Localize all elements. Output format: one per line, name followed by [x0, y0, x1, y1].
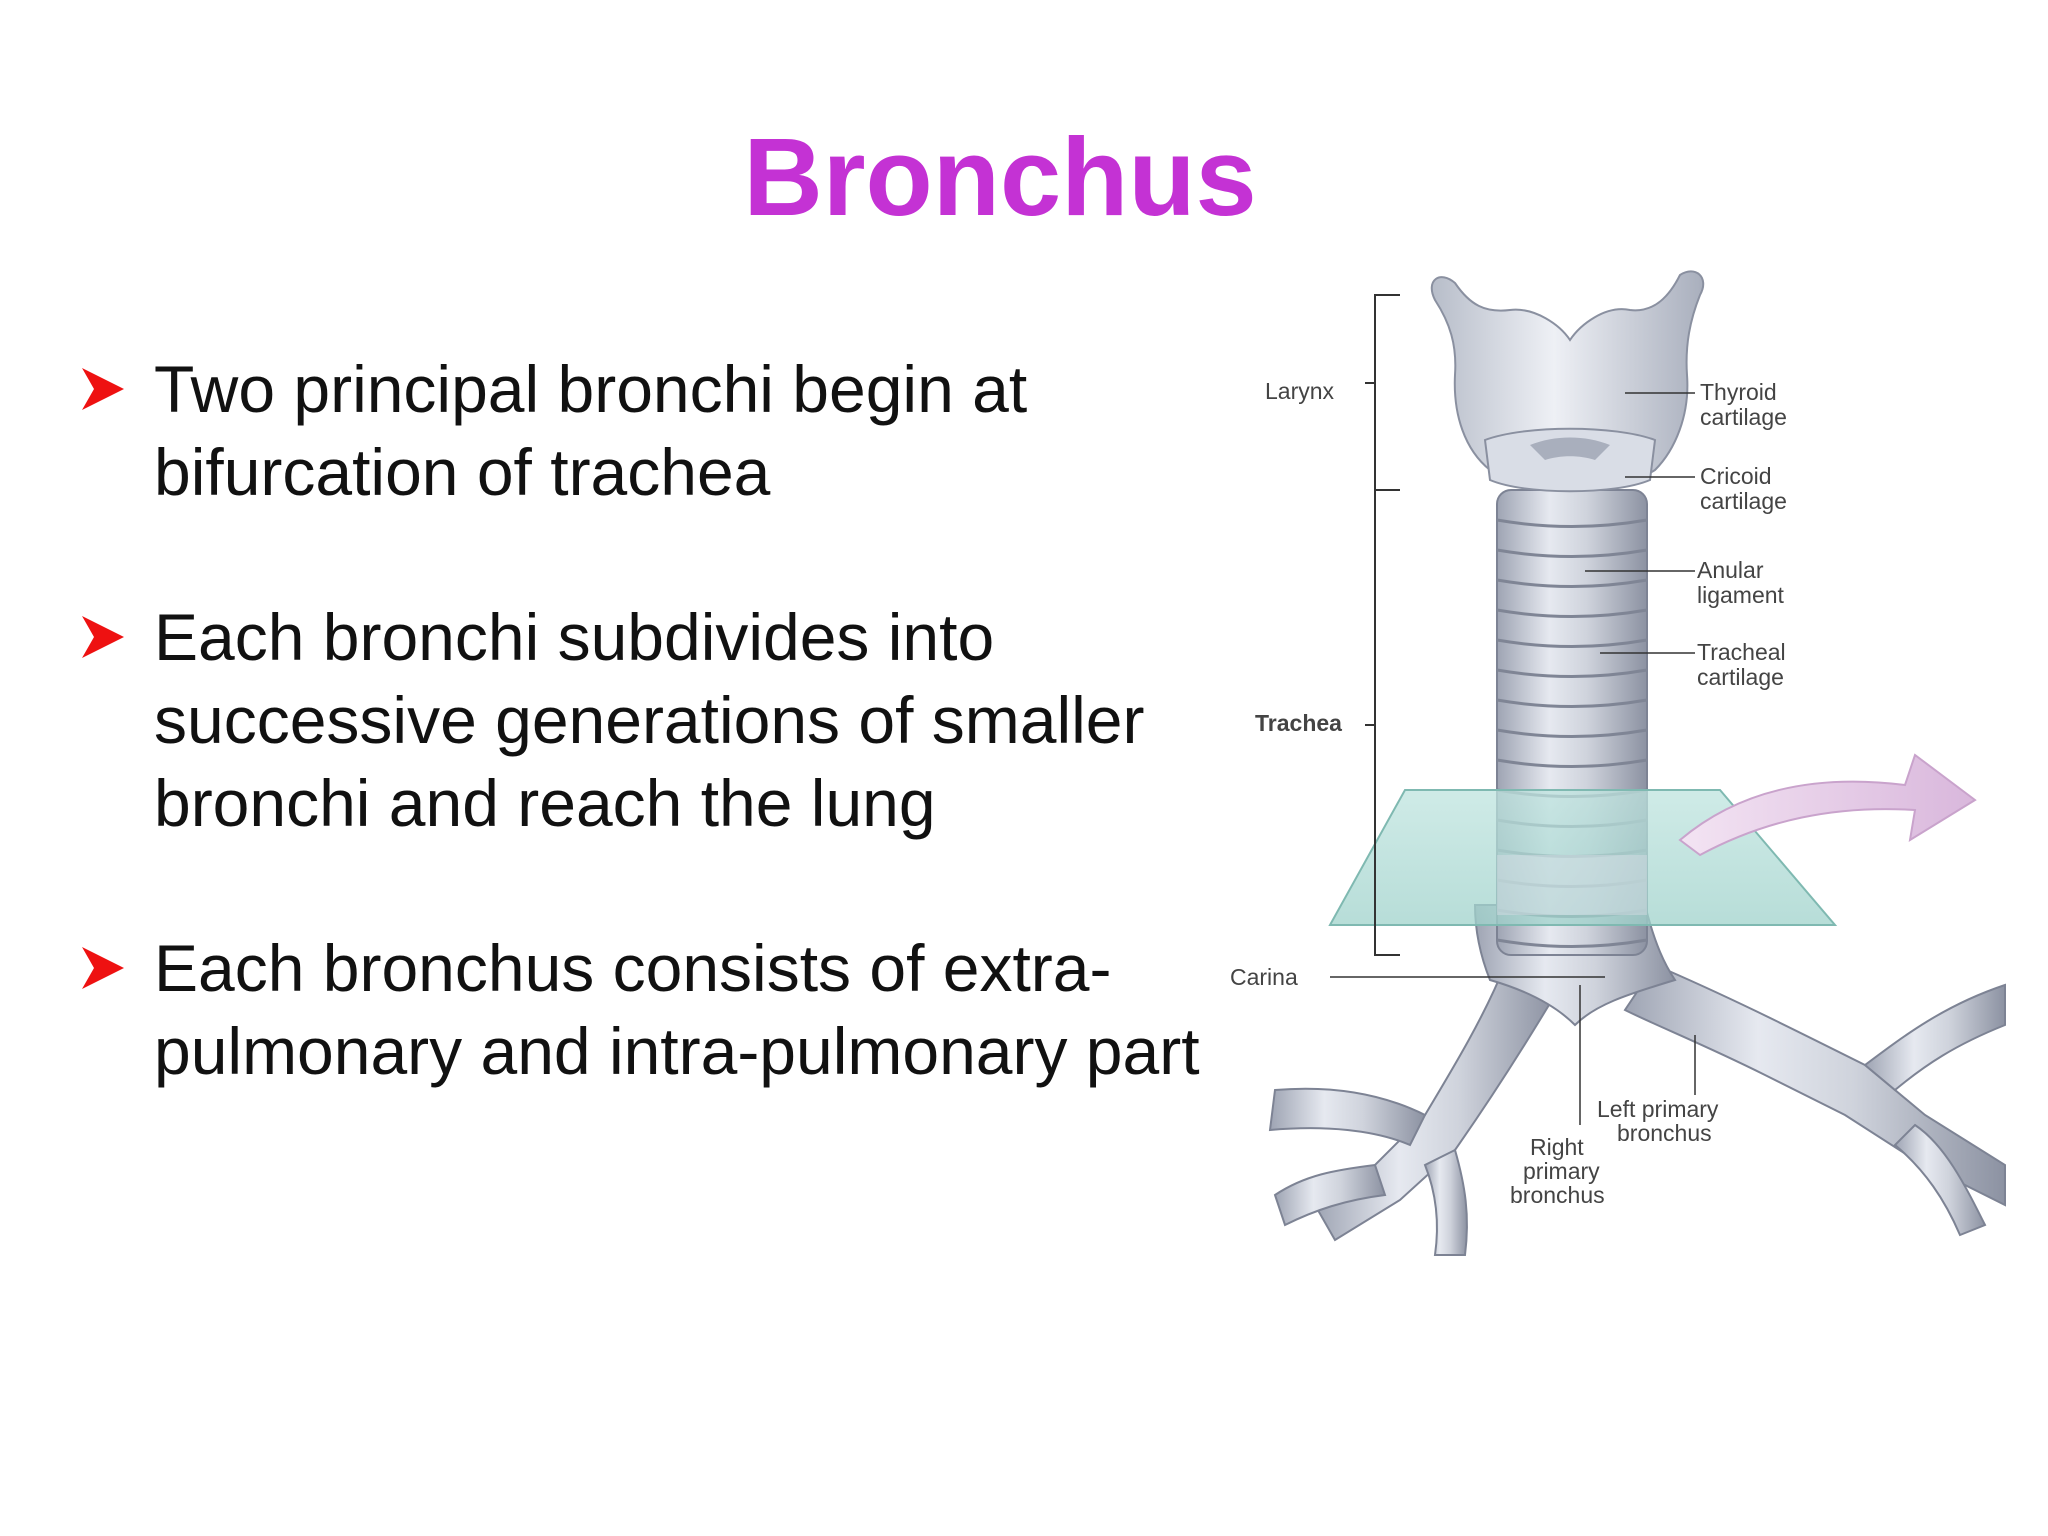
right-bronchus-branches — [1268, 963, 1557, 1256]
bullet-item: Each bronchi subdivides into successive … — [78, 596, 1258, 845]
arrowhead-bullet-icon — [82, 616, 124, 658]
larynx-cartilage — [1430, 270, 1705, 493]
label-anular: Anular — [1697, 557, 1764, 583]
arrowhead-bullet-icon — [82, 947, 124, 989]
label-right-primary-3: bronchus — [1510, 1182, 1605, 1208]
arrowhead-bullet-icon — [82, 368, 124, 410]
label-cricoid-2: cartilage — [1700, 488, 1787, 514]
label-right-primary-2: primary — [1523, 1158, 1600, 1184]
bullet-item: Two principal bronchi begin at bifurcati… — [78, 348, 1258, 514]
label-thyroid-2: cartilage — [1700, 404, 1787, 430]
label-right-primary: Right — [1530, 1134, 1584, 1160]
bullet-text: Two principal bronchi begin at bifurcati… — [154, 352, 1028, 509]
region-brackets — [1365, 294, 1400, 956]
bullet-text: Each bronchi subdivides into successive … — [154, 600, 1145, 840]
section-arrow-icon — [1678, 753, 1977, 857]
label-anular-2: ligament — [1697, 582, 1785, 608]
slide-title: Bronchus — [743, 116, 1257, 239]
label-left-primary-2: bronchus — [1617, 1120, 1712, 1146]
bullet-item: Each bronchus consists of extra- pulmona… — [78, 927, 1258, 1093]
label-left-primary: Left primary — [1597, 1096, 1719, 1122]
leader-lines — [1330, 392, 1696, 1125]
trachea-bronchi-illustration: Larynx Trachea Carina Thyroid cartilage … — [1225, 265, 2015, 1275]
label-tracheal: Tracheal — [1697, 639, 1786, 665]
bullet-list: Two principal bronchi begin at bifurcati… — [78, 348, 1258, 1175]
label-larynx: Larynx — [1265, 378, 1335, 404]
left-bronchus-branches — [1623, 963, 2006, 1237]
label-thyroid: Thyroid — [1700, 379, 1777, 405]
label-carina: Carina — [1230, 964, 1298, 990]
label-trachea: Trachea — [1255, 710, 1342, 736]
bullet-text: Each bronchus consists of extra- pulmona… — [154, 931, 1200, 1088]
label-tracheal-2: cartilage — [1697, 664, 1784, 690]
label-cricoid: Cricoid — [1700, 463, 1772, 489]
